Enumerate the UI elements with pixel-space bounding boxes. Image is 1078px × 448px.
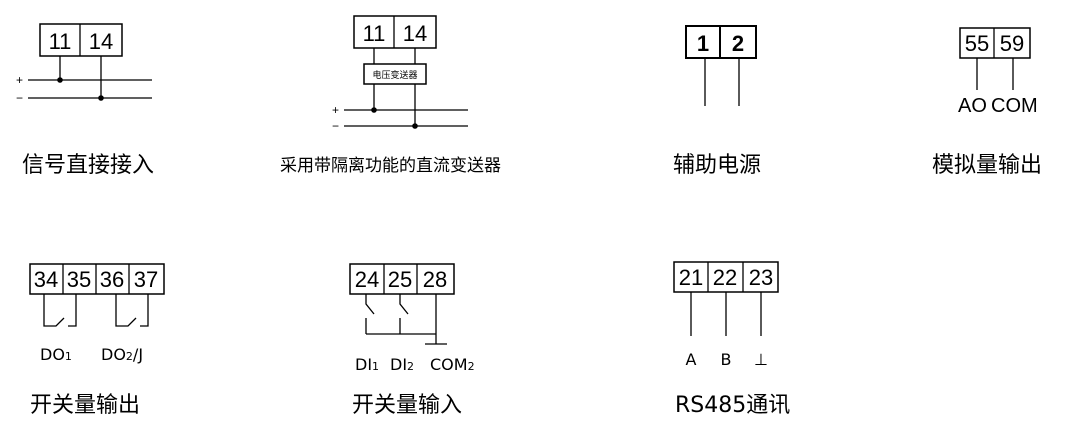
terminal-22: 22 bbox=[713, 265, 737, 290]
label-a: A bbox=[686, 350, 697, 369]
terminal-14: 14 bbox=[403, 21, 427, 46]
terminal-2: 2 bbox=[732, 31, 744, 56]
analog-output-diagram: 55 59 AO COM 模拟量输出 bbox=[932, 27, 1042, 178]
label-b: B bbox=[721, 350, 732, 369]
rs485-diagram: 21 22 23 A B ⊥ RS485通讯 bbox=[673, 261, 790, 418]
input-switch-1 bbox=[365, 294, 375, 334]
terminal-block bbox=[353, 15, 437, 49]
caption-isolated-transmitter: 采用带隔离功能的直流变送器 bbox=[280, 156, 501, 176]
caption-switch-input: 开关量输入 bbox=[352, 393, 462, 418]
label-di1: DI1 bbox=[355, 355, 379, 374]
label-ao: AO bbox=[958, 95, 987, 117]
switch-output-diagram: 34 35 36 37 DO1 DO2/J 开关量输出 bbox=[29, 263, 165, 418]
terminal-block bbox=[959, 27, 1031, 59]
terminal-block bbox=[39, 23, 123, 57]
label-com2: COM2 bbox=[430, 355, 475, 374]
plus-sign: + bbox=[16, 73, 23, 87]
terminal-block bbox=[349, 263, 455, 295]
terminal-34: 34 bbox=[34, 267, 58, 292]
aux-power-diagram: 1 2 辅助电源 bbox=[673, 25, 761, 178]
label-com: COM bbox=[991, 95, 1038, 117]
terminal-55: 55 bbox=[965, 31, 989, 56]
minus-sign: − bbox=[332, 119, 339, 133]
terminal-25: 25 bbox=[388, 267, 412, 292]
relay-contact-2 bbox=[115, 294, 149, 327]
plus-sign: + bbox=[332, 103, 339, 117]
terminal-37: 37 bbox=[134, 267, 158, 292]
terminal-21: 21 bbox=[679, 265, 703, 290]
terminal-28: 28 bbox=[423, 267, 447, 292]
caption-signal-direct: 信号直接接入 bbox=[22, 153, 154, 178]
caption-aux-power: 辅助电源 bbox=[673, 153, 761, 178]
terminal-23: 23 bbox=[749, 265, 773, 290]
terminal-1: 1 bbox=[697, 31, 709, 56]
terminal-11: 11 bbox=[49, 29, 72, 54]
signal-direct-diagram: 11 14 + − 信号直接接入 bbox=[16, 23, 154, 178]
label-ground: ⊥ bbox=[754, 350, 768, 369]
input-switch-2 bbox=[399, 294, 409, 334]
relay-contact-1 bbox=[43, 294, 77, 327]
minus-sign: − bbox=[16, 91, 23, 105]
voltage-transmitter-box bbox=[363, 63, 427, 85]
label-do2: DO2/J bbox=[101, 345, 143, 364]
terminal-14: 14 bbox=[89, 29, 113, 54]
label-do1: DO1 bbox=[40, 345, 72, 364]
terminal-block bbox=[673, 261, 779, 293]
terminal-35: 35 bbox=[67, 267, 91, 292]
terminal-11: 11 bbox=[363, 21, 386, 46]
caption-analog-output: 模拟量输出 bbox=[932, 153, 1042, 178]
switch-input-diagram: 24 25 28 DI1 DI2 COM2 开关量输入 bbox=[349, 263, 475, 418]
terminal-block bbox=[29, 263, 165, 295]
label-di2: DI2 bbox=[390, 355, 414, 374]
caption-switch-output: 开关量输出 bbox=[30, 393, 140, 418]
terminal-59: 59 bbox=[1000, 31, 1024, 56]
voltage-transmitter-label: 电压变送器 bbox=[372, 69, 417, 81]
isolated-transmitter-diagram: 11 14 电压变送器 + − 采用带隔离功能的直流变送器 bbox=[280, 15, 501, 176]
terminal-36: 36 bbox=[100, 267, 124, 292]
terminal-24: 24 bbox=[355, 267, 379, 292]
caption-rs485: RS485通讯 bbox=[675, 393, 790, 418]
